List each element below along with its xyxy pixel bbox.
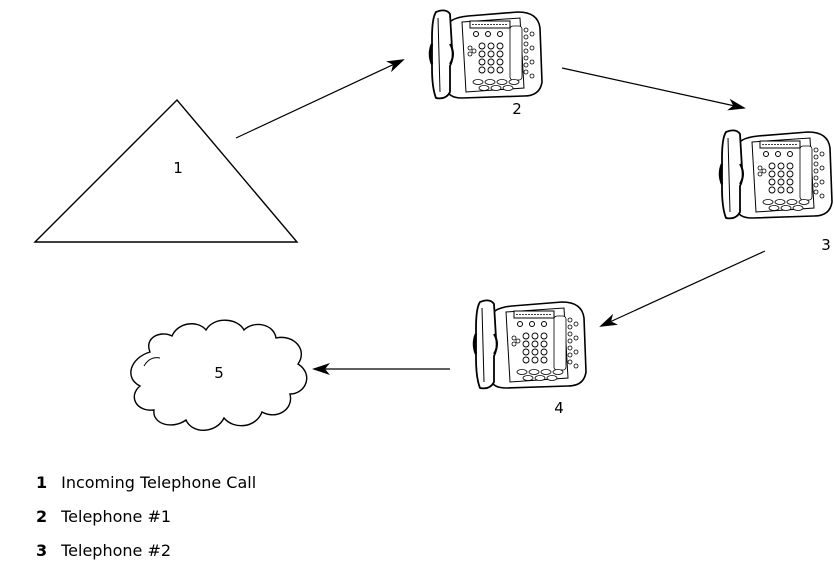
desk-telephone-icon (718, 129, 834, 220)
legend-number: 1 (36, 473, 48, 492)
legend-item: 3 Telephone #2 (36, 534, 256, 568)
telephone-3: 4 (472, 299, 588, 417)
node-label-3: 3 (821, 236, 831, 254)
legend-text: Telephone #1 (61, 507, 172, 526)
legend-item: 1 Incoming Telephone Call (36, 466, 256, 500)
node-label-1: 1 (173, 159, 183, 177)
desk-telephone-icon (428, 9, 544, 100)
incoming-call-triangle: 1 (33, 98, 299, 243)
node-label-2: 2 (512, 100, 522, 118)
arrow-2-to-3 (561, 67, 746, 111)
node-label-5: 5 (214, 364, 224, 382)
legend: 1 Incoming Telephone Call 2 Telephone #1… (36, 466, 256, 568)
network-cloud: 5 (130, 319, 308, 431)
legend-number: 2 (36, 507, 48, 526)
arrow-3-to-4 (599, 250, 766, 327)
legend-text: Telephone #2 (61, 541, 172, 560)
node-label-4: 4 (554, 399, 564, 417)
desk-telephone-icon (472, 299, 588, 390)
telephone-1: 2 (428, 9, 544, 118)
arrow-1-to-2 (235, 59, 405, 139)
telephone-2: 3 (718, 129, 834, 254)
legend-number: 3 (36, 541, 48, 560)
legend-item: 2 Telephone #1 (36, 500, 256, 534)
legend-text: Incoming Telephone Call (61, 473, 257, 492)
